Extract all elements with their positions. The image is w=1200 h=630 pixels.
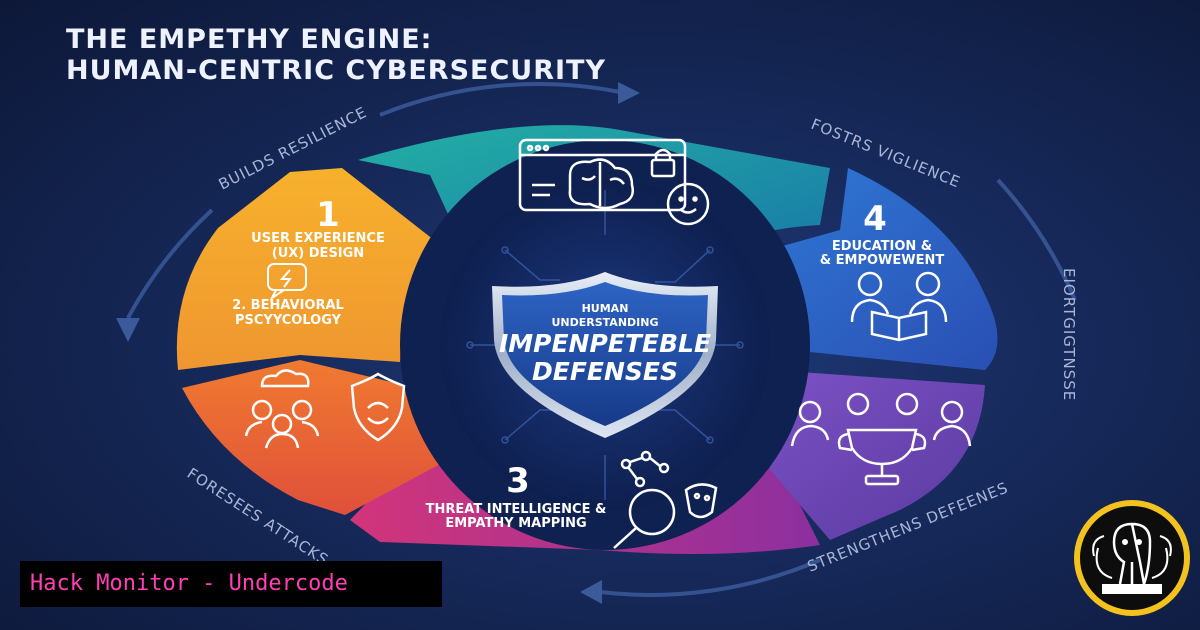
shield-title-line-1: IMPENPETEBLE (499, 329, 711, 358)
title-line-1: THE EMPETHY ENGINE: (66, 24, 433, 55)
arrow-head-left (116, 318, 140, 342)
users-shield-icon (244, 369, 406, 449)
shield-label-understanding: UNDERSTANDING (551, 316, 658, 329)
segment-1-line-1: USER EXPERIENCE (251, 231, 385, 246)
segment-blue (725, 168, 998, 370)
segment-4-line-2: & EMPOWEWENT (820, 253, 945, 268)
segment-yellow (176, 168, 462, 370)
segment-3-line-1: THREAT INTELLIGENCE & (426, 502, 607, 517)
brand-banner: Hack Monitor - Undercode (20, 561, 442, 607)
title-line-2: HUMAN-CENTRIC CYBERSECURITY (66, 55, 607, 86)
segment-3-line-2: EMPATHY MAPPING (445, 516, 586, 531)
arrow-head-bottom (580, 580, 602, 604)
segment-1-sub-2: PSCYYCOLOGY (235, 313, 342, 328)
outer-cycle-ring (126, 81, 1077, 597)
segment-orange (182, 360, 470, 515)
page-title: THE EMPETHY ENGINE: HUMAN-CENTRIC CYBERS… (66, 24, 606, 86)
segment-1-line-2: (UX) DESIGN (272, 246, 364, 261)
segment-3-number: 3 (506, 461, 530, 501)
segment-1-number: 1 (316, 195, 340, 235)
shield-label-human: HUMAN (582, 302, 629, 315)
team-trophy-icon (790, 392, 972, 486)
network-magnifier-icon (613, 450, 718, 549)
undercode-logo (1074, 500, 1190, 616)
people-reading-icon (850, 271, 948, 342)
segment-purple (745, 372, 985, 540)
ring-label-right: EIORTGIGTNSSE (1060, 268, 1078, 401)
chat-bubble-icon (267, 263, 307, 301)
lock-icon (650, 148, 676, 178)
segment-4-line-1: EDUCATION & (832, 239, 932, 254)
shield-face (502, 282, 708, 426)
smiley-icon (666, 182, 710, 226)
arrow-head-top (618, 82, 640, 104)
shield-title-line-2: DEFENSES (532, 357, 678, 386)
segment-1-sub-1: 2. BEHAVIORAL (232, 298, 344, 313)
circuit-lines (466, 190, 744, 500)
brain-browser-icon (518, 138, 687, 212)
segment-4-number: 4 (863, 199, 887, 239)
ring-label-fosters-vigilance: FOSTRS VIGLIENCE (809, 115, 964, 191)
